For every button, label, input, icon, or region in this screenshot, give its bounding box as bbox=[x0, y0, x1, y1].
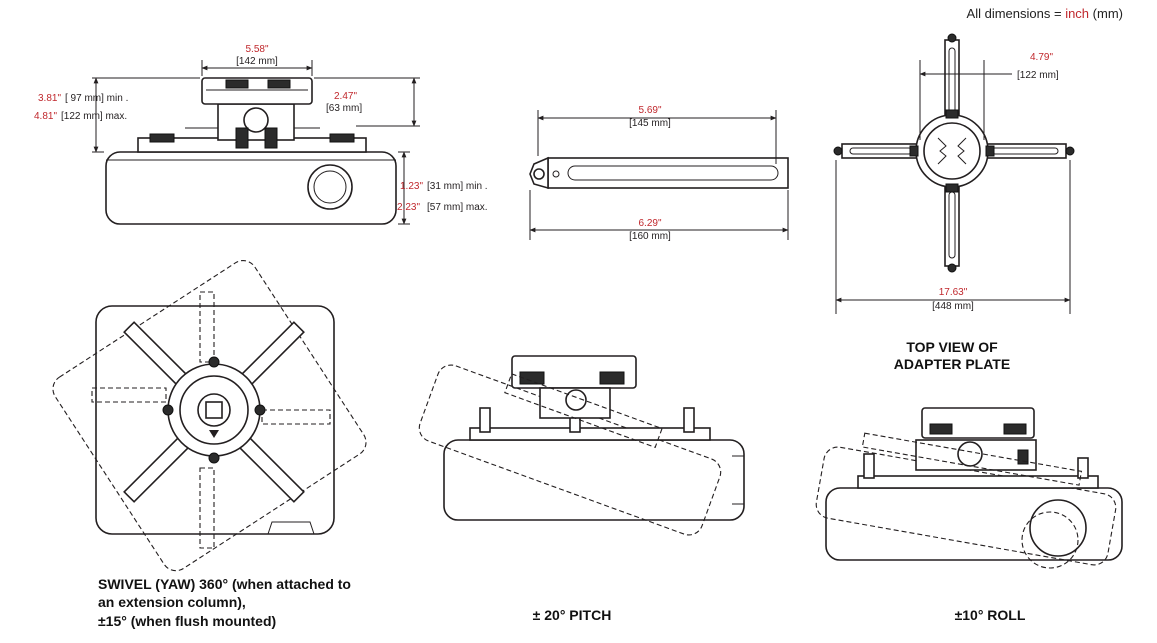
dim-arm-inner-mm: [145 mm] bbox=[629, 118, 671, 129]
dim-width-mm: [142 mm] bbox=[236, 56, 278, 67]
unit-inch: inch bbox=[1065, 6, 1090, 21]
arm-right bbox=[983, 143, 1067, 159]
unit-mm: (mm) bbox=[1092, 6, 1123, 21]
dim-span-in: 17.63" bbox=[939, 287, 968, 298]
arm-view: 5.69" [145 mm] 6.29" [160 mm] bbox=[529, 105, 789, 242]
arm-bar bbox=[547, 157, 789, 189]
swivel-caption-line1: SWIVEL (YAW) 360° (when attached to bbox=[98, 576, 351, 592]
swivel-rotated-outline bbox=[52, 260, 367, 572]
dim-span-mm: [448 mm] bbox=[932, 301, 974, 312]
top-view-caption-line1: TOP VIEW OF bbox=[906, 339, 998, 355]
roll-tilted-outline bbox=[815, 446, 1117, 566]
ceiling-plate bbox=[201, 77, 313, 105]
adapter-hub bbox=[915, 114, 989, 188]
front-view: 5.58" [142 mm] 3.81" [ 97 mm] min . 4.81… bbox=[34, 44, 488, 225]
dim-height-max-in: 4.81" bbox=[34, 111, 57, 122]
dim-drop-min-in: 1.23" bbox=[400, 181, 423, 192]
mount-mechanism bbox=[217, 103, 295, 141]
dim-drop-min-mm: [31 mm] min . bbox=[427, 181, 488, 192]
dim-drop-max-in: 2.23" bbox=[397, 202, 420, 213]
pitch-projector-body bbox=[443, 439, 745, 521]
dim-hub-arm-mm: [122 mm] bbox=[1017, 70, 1059, 81]
lens bbox=[307, 164, 353, 210]
dim-width-in: 5.58" bbox=[245, 44, 268, 55]
dim-adapter-mm: [63 mm] bbox=[326, 103, 362, 114]
top-view-caption-line2: ADAPTER PLATE bbox=[894, 356, 1010, 372]
dim-drop-max-mm: [57 mm] max. bbox=[427, 202, 488, 213]
swivel-caption-line3: ±15° (when flush mounted) bbox=[98, 613, 276, 629]
dim-adapter-in: 2.47" bbox=[334, 91, 357, 102]
swivel-view: SWIVEL (YAW) 360° (when attached to an e… bbox=[52, 260, 367, 629]
roll-projector-body bbox=[825, 487, 1123, 561]
dim-hub-arm-in: 4.79" bbox=[1030, 52, 1053, 63]
arm-bottom bbox=[944, 183, 960, 267]
arm-left bbox=[841, 143, 921, 159]
swivel-caption-line2: an extension column), bbox=[98, 594, 246, 610]
pitch-view: ± 20° PITCH bbox=[418, 355, 745, 623]
dim-height-min-in: 3.81" bbox=[38, 93, 61, 104]
dim-height-min-mm: [ 97 mm] min . bbox=[65, 93, 128, 104]
units-legend: All dimensions = inch (mm) bbox=[966, 6, 1123, 21]
dim-arm-inner-in: 5.69" bbox=[638, 105, 661, 116]
dim-arm-outer-in: 6.29" bbox=[638, 218, 661, 229]
dim-arm-outer-mm: [160 mm] bbox=[629, 231, 671, 242]
roll-caption: ±10° ROLL bbox=[955, 607, 1026, 623]
dim-height-max-mm: [122 mm] max. bbox=[61, 111, 127, 122]
pitch-caption: ± 20° PITCH bbox=[533, 607, 612, 623]
roll-view: ±10° ROLL bbox=[815, 407, 1123, 623]
top-view: 4.79" [122 mm] 17.63" [448 mm] TOP VIEW … bbox=[833, 33, 1075, 372]
